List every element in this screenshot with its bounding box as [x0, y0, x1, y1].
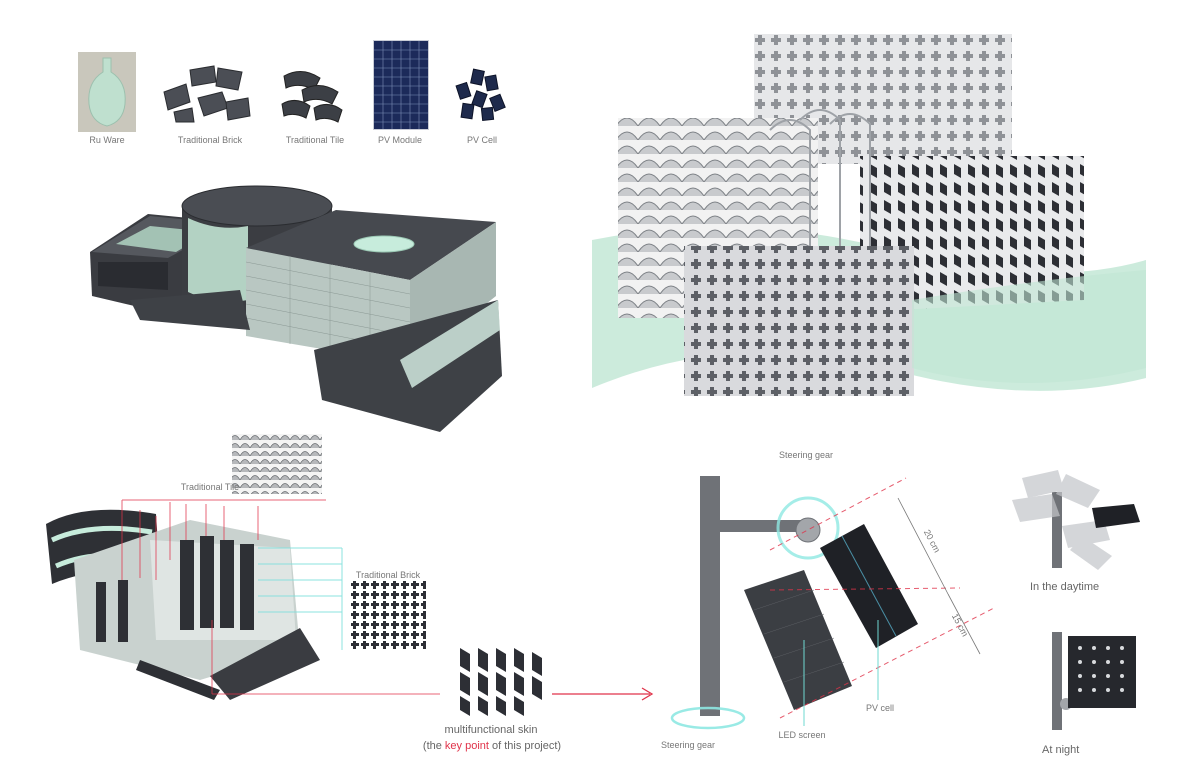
ru-ware-label: Ru Ware	[89, 135, 125, 145]
skin-note-key: key point	[444, 740, 489, 752]
exploded-brick-label: Traditional Brick	[355, 570, 421, 580]
pv-cell-thumb	[452, 64, 512, 122]
pv-module-label: PV Module	[377, 135, 423, 145]
tile-label: Traditional Tile	[285, 135, 345, 145]
pv-cell-label: PV Cell	[466, 135, 497, 145]
pv-module-thumb	[373, 40, 429, 130]
skin-title: multifunctional skin	[444, 724, 538, 736]
brick-label: Traditional Brick	[177, 135, 243, 145]
exploded-tile-label: Traditional Tile	[180, 482, 240, 492]
skin-note: (the key point of this project)	[412, 740, 572, 752]
pv-cell-diagram-label: PV cell	[865, 703, 894, 713]
skin-note-open: (the	[422, 740, 445, 752]
skin-note-close: of this project)	[488, 740, 562, 752]
daytime-label: In the daytime	[1030, 581, 1100, 593]
tile-thumb	[278, 64, 348, 126]
night-label: At night	[1042, 744, 1080, 756]
dim-15-label: 15 cm	[949, 611, 971, 639]
dim-20-label: 20 cm	[921, 527, 943, 555]
steering-gear-bottom-label: Steering gear	[660, 740, 716, 750]
ru-ware-thumb	[78, 52, 136, 132]
led-screen-label: LED screen	[778, 730, 826, 740]
brick-thumb	[160, 62, 252, 124]
steering-gear-top-label: Steering gear	[778, 450, 834, 460]
